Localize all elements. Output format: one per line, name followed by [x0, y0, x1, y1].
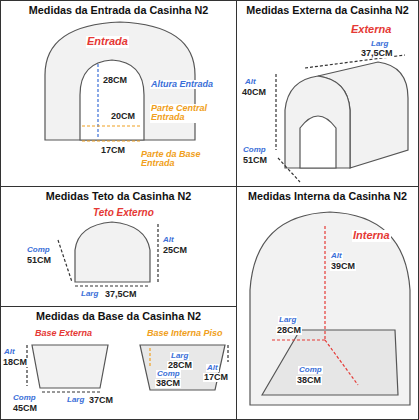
- base-floor: [140, 345, 225, 390]
- entrance-opening: [300, 116, 336, 168]
- dimension-value: 17CM: [100, 146, 126, 155]
- entrance-opening: [80, 60, 144, 140]
- dimension-label: Comp: [12, 394, 37, 402]
- roof: [75, 222, 150, 282]
- house-interior: [250, 212, 410, 405]
- dimension-label: Larg: [370, 40, 389, 48]
- dimension-value: 17CM: [203, 373, 229, 382]
- dimension-value: 28CM: [102, 76, 128, 85]
- panel-heading: Medidas Interna da Casinha N2: [237, 187, 418, 202]
- width-line: [82, 125, 142, 126]
- dimension-value: 37,5CM: [360, 49, 394, 58]
- height-line: [324, 226, 325, 340]
- dimension-label: Alt: [3, 348, 16, 356]
- house-front: [285, 76, 350, 168]
- dimension-value: 39CM: [330, 262, 356, 271]
- height-line: [157, 224, 158, 282]
- dimension-value: 37CM: [88, 396, 114, 405]
- dimension-value: 28CM: [276, 326, 302, 335]
- dimension-value: 38CM: [296, 376, 322, 385]
- dimension-value: 40CM: [241, 88, 267, 97]
- dimension-value: 38CM: [155, 379, 181, 388]
- height-line: [97, 64, 98, 138]
- dimension-value: 37,5CM: [104, 290, 138, 299]
- dimension-value: 25CM: [162, 246, 188, 255]
- dimension-label: Larg: [66, 396, 85, 404]
- dimension-label: Externa: [350, 24, 392, 36]
- panel-heading: Medidas Externa da Casinha N2: [237, 1, 418, 16]
- dimension-value: 51CM: [242, 156, 268, 165]
- width-line: [272, 339, 325, 340]
- dimension-label: Parte da Base Entrada: [140, 150, 222, 169]
- dimension-label: Larg: [170, 352, 189, 360]
- panel-heading: Medidas da Base da Casinha N2: [1, 307, 236, 322]
- dimension-label: Base Interna Piso: [146, 329, 224, 338]
- height-line: [227, 345, 228, 362]
- dimension-label: Comp: [298, 366, 323, 374]
- dimension-label: Parte Central Entrada: [150, 104, 224, 123]
- length-line: [58, 240, 72, 282]
- panel-heading: Medidas Teto da Casinha N2: [1, 187, 236, 202]
- width-line: [42, 391, 100, 392]
- panel: Medidas da Base da Casinha N2: [0, 306, 237, 420]
- dimension-value: 51CM: [26, 256, 52, 265]
- length-line: [149, 348, 150, 368]
- dimension-value: 20CM: [110, 112, 136, 121]
- dimension-label: Alt: [206, 364, 219, 372]
- dimension-label: Base Externa: [34, 329, 93, 338]
- dimension-label: Larg: [278, 316, 297, 324]
- dimension-label: Altura Entrada: [150, 80, 214, 89]
- panel: Medidas Interna da Casinha N2: [236, 186, 419, 420]
- length-line: [325, 340, 358, 385]
- width-line: [82, 140, 142, 141]
- dimension-label: Alt: [162, 236, 175, 244]
- base-tray: [32, 345, 108, 388]
- panel-heading: Medidas da Entrada da Casinha N2: [1, 1, 236, 16]
- width-line: [75, 285, 150, 286]
- dimension-label: Teto Externo: [92, 208, 155, 219]
- dimension-label: Entrada: [86, 36, 129, 48]
- dimension-value: 45CM: [12, 404, 38, 413]
- dimension-label: Alt: [244, 78, 257, 86]
- dimension-value: 18CM: [2, 358, 28, 367]
- dimension-label: Larg: [80, 290, 99, 298]
- height-line: [275, 74, 276, 150]
- dimension-label: Comp: [26, 246, 51, 254]
- dimension-label: Interna: [352, 230, 391, 242]
- interior-floor: [262, 330, 398, 395]
- dimension-label: Comp: [156, 370, 181, 378]
- dimension-label: Comp: [242, 146, 267, 154]
- length-line: [278, 158, 300, 182]
- dimension-label: Alt: [330, 252, 343, 260]
